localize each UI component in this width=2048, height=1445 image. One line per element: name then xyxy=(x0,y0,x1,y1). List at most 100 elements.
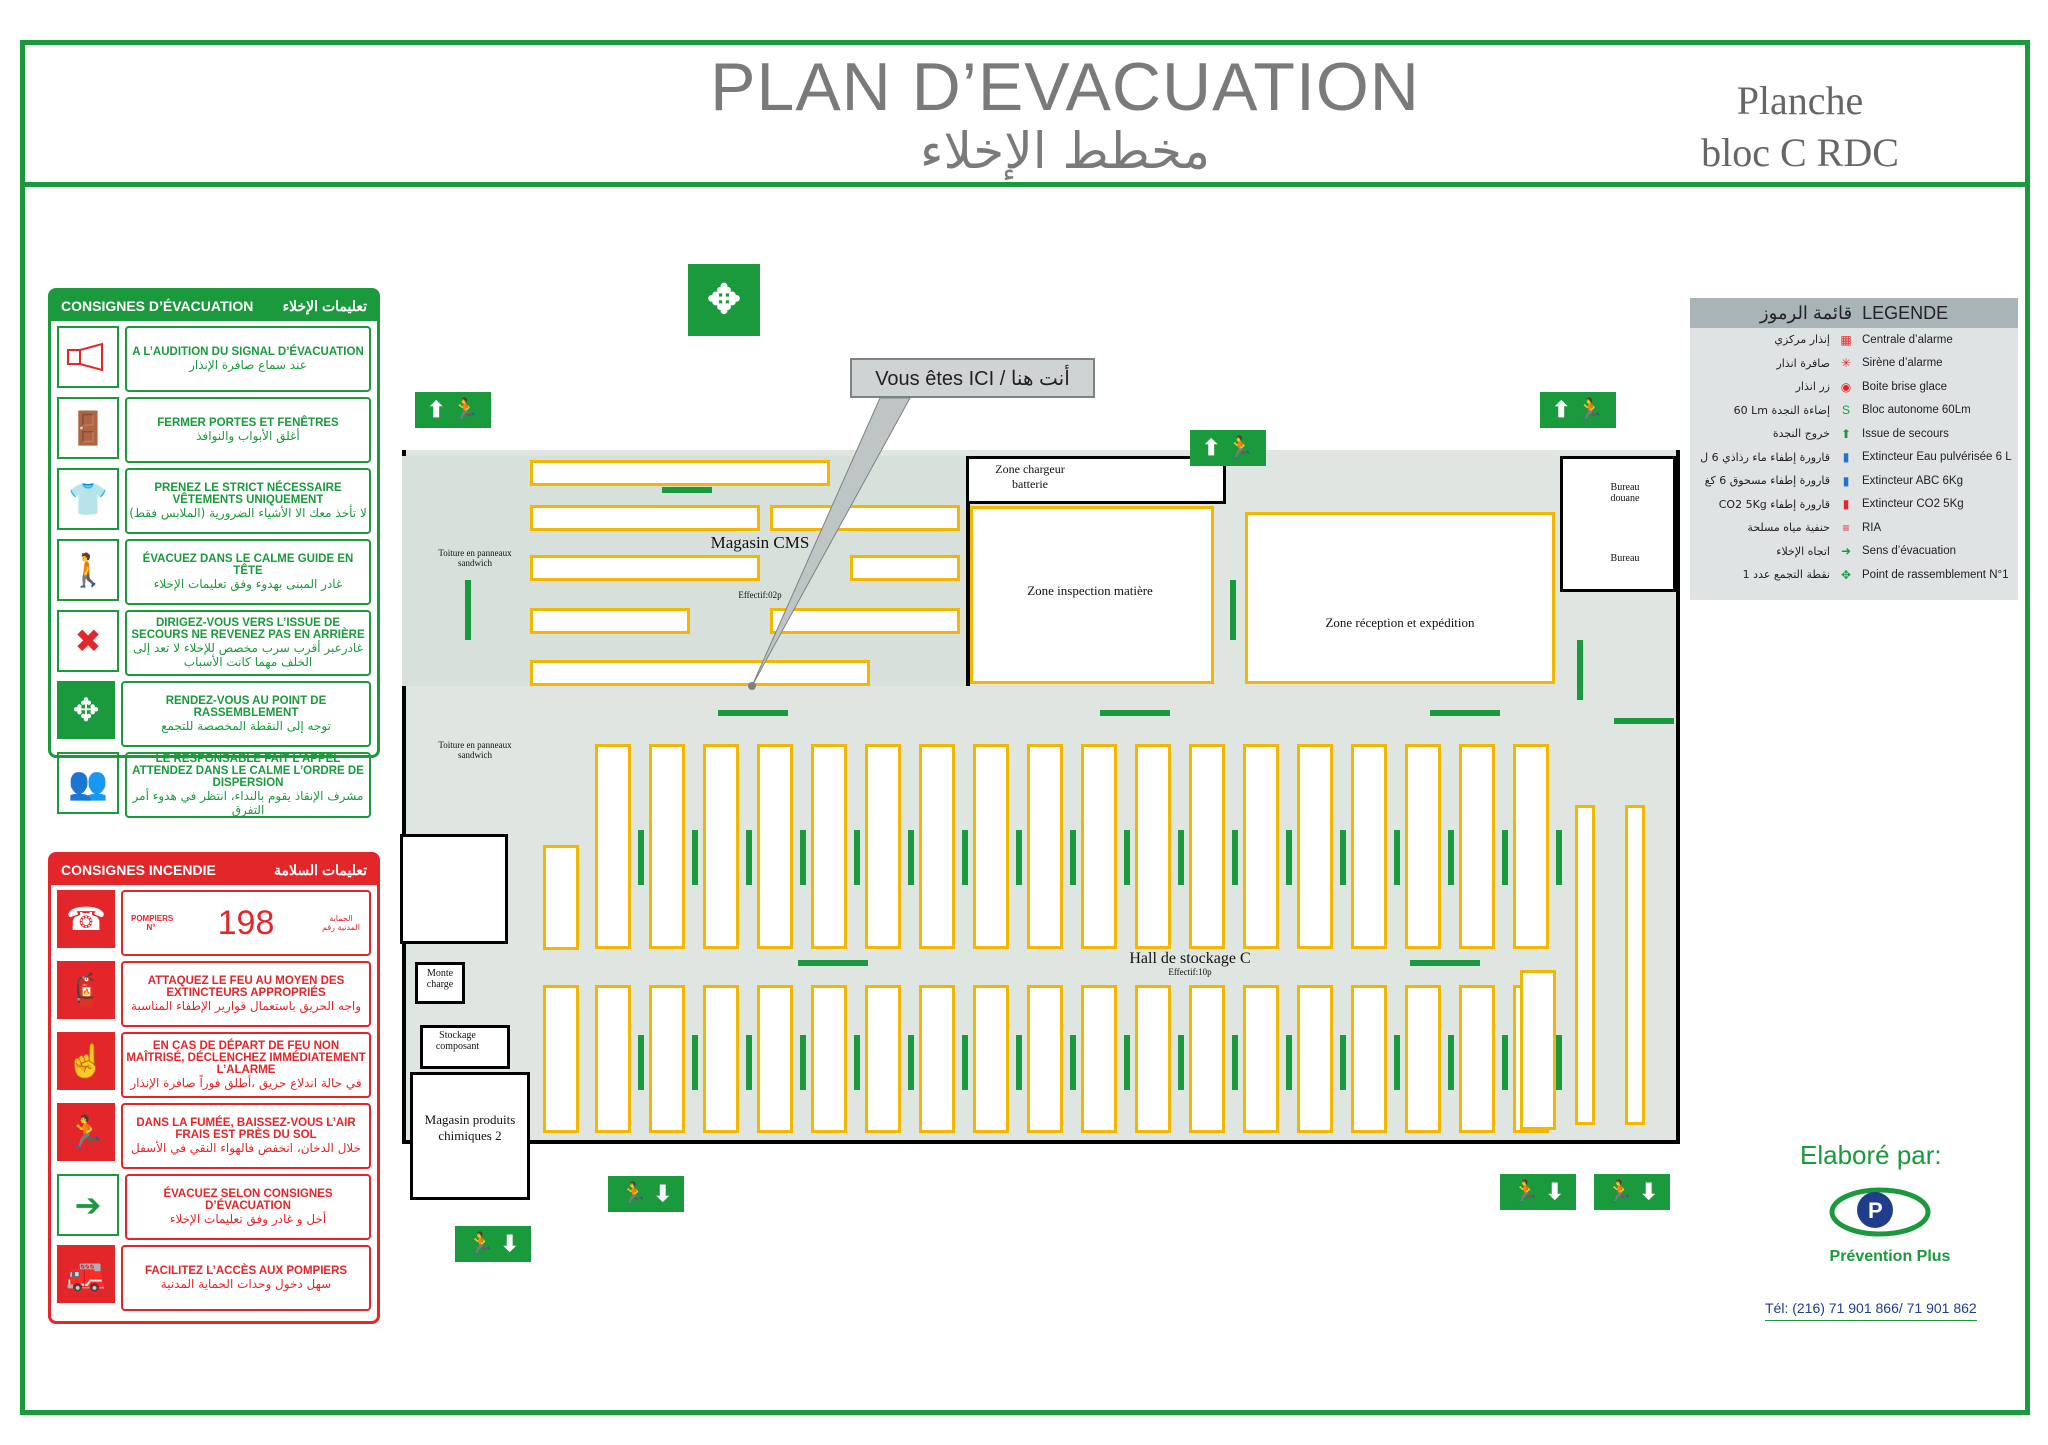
legend-item-fr: Extincteur CO2 5Kg xyxy=(1862,498,1964,511)
alarm-panel-icon: ▦ xyxy=(1840,332,1852,347)
evacuation-arrow xyxy=(1394,830,1400,885)
storage-rack xyxy=(1297,985,1333,1133)
emergency-exit-sign: ⬆ 🏃 xyxy=(1540,392,1616,428)
plan-frame xyxy=(20,40,2030,1415)
fire-item-text: ATTAQUEZ LE FEU AU MOYEN DES EXTINCTEURS… xyxy=(121,961,371,1027)
legend-item: زر انذار◉Boite brise glace xyxy=(1690,375,2018,399)
evacuation-arrow xyxy=(746,1035,752,1090)
bloc-text: bloc C RDC xyxy=(1701,130,1899,175)
siren-icon: ✳ xyxy=(1840,356,1852,371)
storage-rack xyxy=(1243,744,1279,949)
legend-item: اتجاه الإخلاء➜Sens d’évacuation xyxy=(1690,540,2018,564)
elabore-par-label: Elaboré par: xyxy=(1800,1140,1942,1170)
walk-calm-icon: 🚶 xyxy=(57,539,119,601)
magasin-chimiques-room xyxy=(410,1072,530,1200)
legend-item-ar: صافرة انذار xyxy=(1776,356,1830,370)
pompiers-label: POMPIERS N° xyxy=(131,914,174,932)
fire-title-ar: تعليمات السلامة xyxy=(274,861,367,878)
header-divider xyxy=(20,182,2030,187)
storage-rack xyxy=(1520,970,1556,1130)
storage-rack xyxy=(919,744,955,949)
storage-rack xyxy=(1027,744,1063,949)
evacuation-arrow xyxy=(1340,830,1346,885)
emergency-exit-sign: 🏃 ⬇ xyxy=(1594,1174,1670,1210)
legend-item-fr: Centrale d’alarme xyxy=(1862,333,1953,346)
bureau-douane-room xyxy=(1560,456,1676,592)
storage-rack xyxy=(1351,985,1387,1133)
storage-rack xyxy=(1189,985,1225,1133)
storage-rack xyxy=(1027,985,1063,1133)
monte-charge-room xyxy=(415,962,465,1004)
abc-extinguisher-icon: ▮ xyxy=(1842,473,1850,488)
smoke-crawl-icon: 🏃 xyxy=(57,1103,115,1161)
evacuation-arrow xyxy=(1502,830,1508,885)
storage-rack xyxy=(1297,744,1333,949)
evacuation-arrow xyxy=(908,1035,914,1090)
storage-rack xyxy=(703,744,739,949)
fire-item: 🧯 ATTAQUEZ LE FEU AU MOYEN DES EXTINCTEU… xyxy=(57,961,371,1027)
storage-rack xyxy=(530,505,760,531)
legend-item-ar: إنذار مركزي xyxy=(1774,333,1830,347)
evacuation-arrow xyxy=(718,710,788,716)
evacuation-arrow xyxy=(908,830,914,885)
storage-rack xyxy=(530,460,830,486)
evacuation-title-fr: CONSIGNES D’ÉVACUATION xyxy=(61,298,254,314)
emergency-exit-sign: 🏃 ⬇ xyxy=(455,1226,531,1262)
storage-rack xyxy=(649,744,685,949)
fire-panel-header: CONSIGNES INCENDIE تعليمات السلامة xyxy=(51,855,377,885)
legend-item-fr: Point de rassemblement N°1 xyxy=(1862,568,2009,581)
evacuation-item-text: DIRIGEZ-VOUS VERS L’ISSUE DE SECOURS NE … xyxy=(125,610,371,676)
evacuation-title-ar: تعليمات الإخلاء xyxy=(282,297,367,314)
exit-no-return-icon: ✖ xyxy=(57,610,119,672)
evacuation-item-text: LE RESPONSABLE FAIT L’APPEL ATTENDEZ DAN… xyxy=(125,752,371,818)
storage-rack xyxy=(543,845,579,950)
legend-item: نقطة التجمع عدد 1✥Point de rassemblement… xyxy=(1690,563,2018,587)
effectif-cms-label: Effectif:02p xyxy=(738,590,782,600)
storage-rack xyxy=(1135,985,1171,1133)
legend-item-ar: CO2 5Kg قارورة إطفاء xyxy=(1718,497,1830,511)
fire-item-text: EN CAS DE DÉPART DE FEU NON MAÎTRISÉ, DÉ… xyxy=(121,1032,371,1098)
storage-rack xyxy=(973,744,1009,949)
evacuation-arrow xyxy=(1230,580,1236,640)
stockage-composant-label: Stockage composant xyxy=(435,1030,480,1052)
evacuation-arrow xyxy=(798,960,868,966)
fire-item: 🏃 DANS LA FUMÉE, BAISSEZ-VOUS L’AIR FRAI… xyxy=(57,1103,371,1169)
legend-item: قارورة إطفاء مسحوق 6 كغ▮Extincteur ABC 6… xyxy=(1690,469,2018,493)
firefighters-icon: 🚒 xyxy=(57,1245,115,1303)
storage-rack xyxy=(530,555,760,581)
legend-item-ar: قارورة إطفاء ماء رذاذي 6 ل xyxy=(1700,450,1830,464)
storage-rack xyxy=(1625,805,1645,1125)
evacuation-item: 👥 LE RESPONSABLE FAIT L’APPEL ATTENDEZ D… xyxy=(57,752,371,818)
legend-item: صافرة انذار✳Sirène d’alarme xyxy=(1690,352,2018,376)
evacuation-arrow xyxy=(1430,710,1500,716)
legend-item-fr: RIA xyxy=(1862,521,1882,534)
magasin-cms-label: Magasin CMS xyxy=(710,533,810,552)
evacuation-arrow xyxy=(662,487,712,493)
pompiers-box: POMPIERS N° 198 الحماية المدنية رقم xyxy=(121,890,371,956)
evacuation-arrow xyxy=(962,830,968,885)
storage-rack xyxy=(703,985,739,1133)
pompiers-number: 198 xyxy=(217,903,275,942)
evacuation-arrow xyxy=(638,830,644,885)
evacuation-arrow-icon: ➜ xyxy=(1840,544,1852,559)
evacuation-arrow xyxy=(1232,830,1238,885)
storage-rack xyxy=(1243,985,1279,1133)
evacuation-arrow xyxy=(1124,1035,1130,1090)
monte-charge-label: Monte charge xyxy=(426,968,454,990)
stair-room xyxy=(400,834,508,944)
evacuation-arrow xyxy=(1016,1035,1022,1090)
legend-list: إنذار مركزي ▦ Centrale d’alarme صافرة انذار… xyxy=(1690,328,2018,587)
evacuation-arrow xyxy=(1124,830,1130,885)
alarm-siren-icon xyxy=(57,326,119,388)
fire-item-text: DANS LA FUMÉE, BAISSEZ-VOUS L’AIR FRAIS … xyxy=(121,1103,371,1169)
legend-item: قارورة إطفاء ماء رذاذي 6 ل▮Extincteur Ea… xyxy=(1690,446,2018,470)
evacuation-arrow xyxy=(1410,960,1480,966)
assembly-point-icon: ✥ xyxy=(57,681,115,739)
alarm-button-icon: ☝ xyxy=(57,1032,115,1090)
legend-item: إنذار مركزي ▦ Centrale d’alarme xyxy=(1690,328,2018,352)
storage-rack xyxy=(1459,744,1495,949)
